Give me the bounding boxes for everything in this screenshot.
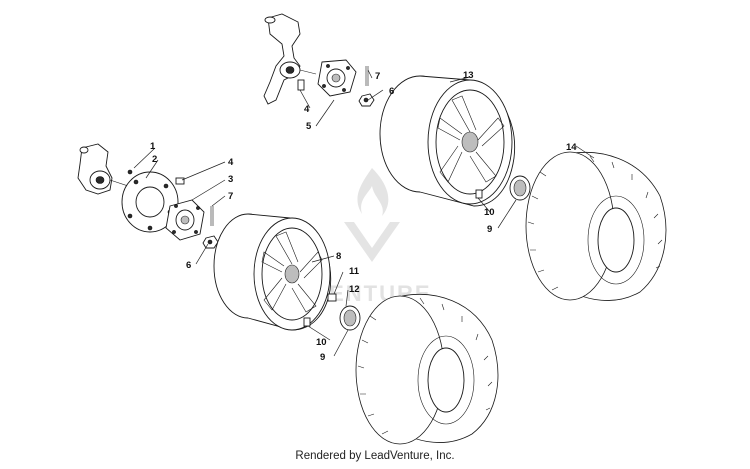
upper-valve-stem [475,189,483,199]
brake-disc [121,171,179,233]
lower-hub [165,199,205,241]
lower-wheel-rim [213,213,332,331]
callout-13: 13 [463,70,474,81]
upper-hub [317,59,357,97]
callout-10-upper: 10 [484,207,495,218]
callout-9-upper: 9 [487,224,492,235]
leader-lines [133,69,595,357]
lower-hub-cap [339,305,361,331]
callout-6-upper: 6 [389,86,394,97]
callout-5: 5 [306,121,312,132]
callout-9-lower: 9 [320,352,325,363]
callout-4-upper: 4 [304,104,310,115]
upper-hub-cap [509,175,531,201]
callout-8: 8 [336,251,341,262]
upper-cotter-pin [365,66,369,86]
callout-4-lower: 4 [228,157,234,168]
lower-bolt [175,177,185,185]
upper-stud [297,79,305,91]
lug-nut [327,293,337,302]
callout-12: 12 [349,284,360,295]
lower-valve-stem [303,317,311,327]
lower-tire [355,293,499,445]
upper-wheel-rim [379,75,516,207]
upper-tire [525,151,667,301]
callout-3: 3 [228,174,233,185]
callout-7-upper: 7 [375,71,380,82]
upper-hub-nut [358,93,375,107]
callout-7-lower: 7 [228,191,233,202]
callout-11: 11 [349,266,360,277]
callout-10-lower: 10 [316,337,327,348]
callout-14: 14 [566,142,577,153]
callout-1: 1 [150,141,156,152]
upper-knuckle-assembly [263,13,317,105]
lower-cotter-pin [210,206,214,226]
lower-knuckle-assembly [77,143,133,195]
callouts: 1 2 3 4 4 5 6 6 7 7 8 9 9 10 10 11 12 13… [150,70,577,363]
render-credit: Rendered by LeadVenture, Inc. [295,450,455,462]
callout-2: 2 [152,154,157,165]
callout-6-lower: 6 [186,260,191,271]
lower-hub-nut [202,235,219,249]
